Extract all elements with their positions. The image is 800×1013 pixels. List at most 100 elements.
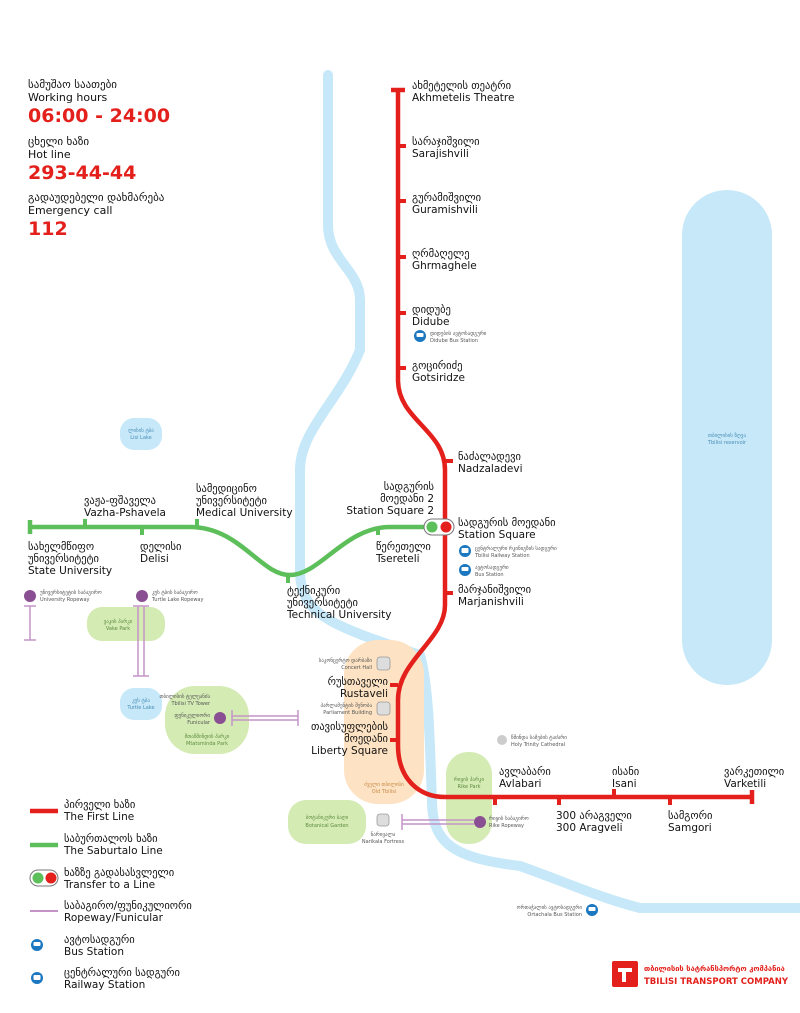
- working-hours-value: 06:00 - 24:00: [28, 105, 171, 127]
- station-stateuni-en[interactable]: State University: [28, 565, 112, 577]
- station-techuni-ka[interactable]: ტექნიკური: [287, 585, 340, 597]
- station-delisi-ka[interactable]: დელისი: [140, 541, 181, 553]
- station-sq2-ka2[interactable]: მოედანი 2: [380, 493, 434, 505]
- university-ropeway-poi[interactable]: უნივერსიტეტის საბაგირო University Ropewa…: [24, 589, 102, 603]
- legend-first-line-ka: პირველი ხაზი: [64, 799, 135, 811]
- station-meduni-ka[interactable]: სამედიცინო: [196, 483, 257, 495]
- station-nadzaladevi-ka[interactable]: ნაძალადევი: [458, 451, 521, 463]
- station-isani-en[interactable]: Isani: [612, 778, 637, 790]
- railway-station-poi[interactable]: ცენტრალური რკინიგზის სადგური Tbilisi Rai…: [459, 545, 557, 559]
- station-vazha-en[interactable]: Vazha-Pshavela: [84, 507, 166, 519]
- vake-park-label-ka: ვაკის პარკი: [104, 618, 133, 625]
- legend-ropeway-ka: საბაგირო/ფუნიკულიორი: [64, 900, 192, 912]
- lisi-lake-label-en: Lisi Lake: [130, 435, 151, 441]
- station-guramishvili-ka[interactable]: გურამიშვილი: [412, 192, 481, 204]
- rike-park-label-ka: რიყის პარკი: [454, 776, 485, 783]
- rike-ropeway-poi[interactable]: რიყის საბაგირო Rike Ropeway: [474, 815, 529, 829]
- station-samgori-en[interactable]: Samgori: [668, 822, 712, 834]
- station-ghrmaghele-en[interactable]: Ghrmaghele: [412, 260, 477, 272]
- station-gotsiridze-en[interactable]: Gotsiridze: [412, 372, 465, 384]
- station-didube-en[interactable]: Didube: [412, 316, 449, 328]
- legend-railway-ka: ცენტრალური სადგური: [64, 967, 180, 979]
- station-meduni-ka2[interactable]: უნივერსიტეტი: [196, 495, 267, 507]
- station-rustaveli-en[interactable]: Rustaveli: [340, 688, 388, 700]
- station-station-square-ka[interactable]: სადგურის მოედანი: [458, 517, 556, 529]
- station-delisi-en[interactable]: Delisi: [140, 553, 169, 565]
- parliament-poi[interactable]: პარლამენტის შენობა Parliament Building: [320, 701, 391, 716]
- station-meduni-en[interactable]: Medical University: [196, 507, 293, 519]
- lisi-lake: [120, 418, 162, 450]
- station-sarajishvili-en[interactable]: Sarajishvili: [412, 148, 469, 160]
- station-avlabari-en[interactable]: Avlabari: [499, 778, 541, 790]
- station-sq2-en[interactable]: Station Square 2: [346, 505, 434, 517]
- station-akhmetelis-en[interactable]: Akhmetelis Theatre: [412, 92, 514, 104]
- brand-name-en: TBILISI TRANSPORT COMPANY: [644, 977, 789, 987]
- station-stateuni-ka[interactable]: სახელმწიფო: [28, 541, 94, 553]
- station-tsereteli-en[interactable]: Tsereteli: [375, 553, 420, 565]
- station-avlabari-ka[interactable]: ავლაბარი: [499, 766, 551, 778]
- station-techuni-en[interactable]: Technical University: [286, 609, 392, 621]
- station-marjanishvili-ka[interactable]: მარჯანიშვილი: [458, 584, 531, 596]
- station-varketili-en[interactable]: Varketili: [724, 778, 766, 790]
- tv-tower-label-ka: თბილისის ტელეანძა: [160, 693, 211, 700]
- funicular-line: [231, 710, 299, 726]
- building-icon: [376, 701, 391, 716]
- railway-label-ka: ცენტრალური რკინიგზის სადგური: [475, 545, 557, 552]
- station-tsereteli-ka[interactable]: წერეთელი: [376, 541, 431, 553]
- station-station-square-en[interactable]: Station Square: [458, 529, 536, 541]
- ortachala-bus-poi[interactable]: ორთაჭალის ავტოსადგური Ortachala Bus Stat…: [517, 904, 598, 918]
- station-akhmetelis-ka[interactable]: ახმეტელის თეატრი: [412, 80, 511, 92]
- narikala-poi[interactable]: ნარიყალა Narikala Fortress: [362, 813, 405, 845]
- station-techuni-ka2[interactable]: უნივერსიტეტი: [287, 597, 358, 609]
- trinity-cathedral-poi[interactable]: წმინდა სამების ტაძარი Holy Trinity Cathe…: [497, 734, 567, 748]
- turtle-ropeway-label-ka: კუს ტბის საბაგირო: [152, 589, 198, 596]
- station-marjanishvili-en[interactable]: Marjanishvili: [458, 596, 524, 608]
- didube-bus-poi[interactable]: დიდუბის ავტოსადგური Didube Bus Station: [414, 330, 487, 344]
- univ-ropeway-label-en: University Ropeway: [40, 597, 90, 603]
- station-300-aragveli-ka[interactable]: 300 არაგველი: [556, 810, 632, 822]
- tv-tower-poi[interactable]: თბილისის ტელეანძა Tbilisi TV Tower: [160, 693, 211, 707]
- station-vazha-ka[interactable]: ვაჟა-ფშაველა: [84, 495, 156, 507]
- station-300-aragveli-en[interactable]: 300 Aragveli: [556, 822, 623, 834]
- lisi-lake-label-ka: ლისის ტბა: [128, 427, 154, 434]
- station-liberty-ka2[interactable]: მოედანი: [344, 733, 388, 745]
- didube-bus-label-en: Didube Bus Station: [430, 338, 478, 344]
- station-stateuni-ka2[interactable]: უნივერსიტეტი: [28, 553, 99, 565]
- cable-car-icon: [136, 590, 148, 602]
- station-samgori-ka[interactable]: სამგორი: [668, 810, 712, 822]
- vake-park: [87, 607, 165, 641]
- station-ghrmaghele-ka[interactable]: ღრმაღელე: [412, 248, 470, 260]
- reservoir-label-ka: თბილისის ზღვა: [708, 432, 746, 439]
- funicular-poi[interactable]: ფუნიკულიორი Funicular: [174, 712, 226, 726]
- station-nadzaladevi-en[interactable]: Nadzaladevi: [458, 463, 523, 475]
- station-liberty-en[interactable]: Liberty Square: [311, 745, 388, 757]
- concert-hall-poi[interactable]: საკონცერტო დარბაზი Concert Hall: [319, 656, 391, 671]
- transfer-station-square[interactable]: [423, 518, 455, 536]
- emergency-label-en: Emergency call: [28, 204, 113, 217]
- old-town-label-en: Old Tbilisi: [372, 789, 396, 795]
- mtatsminda-park: [165, 686, 249, 754]
- hotline-label-en: Hot line: [28, 148, 71, 161]
- station-bus-poi[interactable]: ავტოსადგური Bus Station: [459, 564, 509, 578]
- station-gotsiridze-ka[interactable]: გოცირიძე: [412, 360, 462, 372]
- station-varketili-ka[interactable]: ვარკეთილი: [724, 766, 784, 778]
- station-rustaveli-ka[interactable]: რუსთაველი: [328, 676, 388, 688]
- legend-bus-icon: [31, 939, 43, 951]
- funicular-label-ka: ფუნიკულიორი: [174, 712, 210, 719]
- tbilisi-reservoir: [682, 190, 772, 685]
- rike-ropeway-label-en: Rike Ropeway: [489, 823, 524, 829]
- botanical-garden: [288, 800, 366, 844]
- station-liberty-ka[interactable]: თავისუფლების: [311, 721, 388, 733]
- station-sq2-ka[interactable]: სადგურის: [384, 481, 434, 493]
- station-isani-ka[interactable]: ისანი: [612, 766, 639, 778]
- station-sarajishvili-ka[interactable]: სარაჯიშვილი: [412, 136, 480, 148]
- legend-ropeway-en: Ropeway/Funicular: [64, 912, 164, 924]
- turtle-ropeway-poi[interactable]: კუს ტბის საბაგირო Turtle Lake Ropeway: [136, 589, 203, 603]
- station-didube-ka[interactable]: დიდუბე: [412, 304, 451, 316]
- rike-ropeway-line: [401, 814, 474, 830]
- working-hours-block: სამუშაო საათები Working hours 06:00 - 24…: [28, 78, 170, 128]
- station-guramishvili-en[interactable]: Guramishvili: [412, 204, 478, 216]
- legend-transfer-ka: ხაზზე გადასასვლელი: [64, 867, 174, 879]
- parliament-label-ka: პარლამენტის შენობა: [320, 702, 372, 709]
